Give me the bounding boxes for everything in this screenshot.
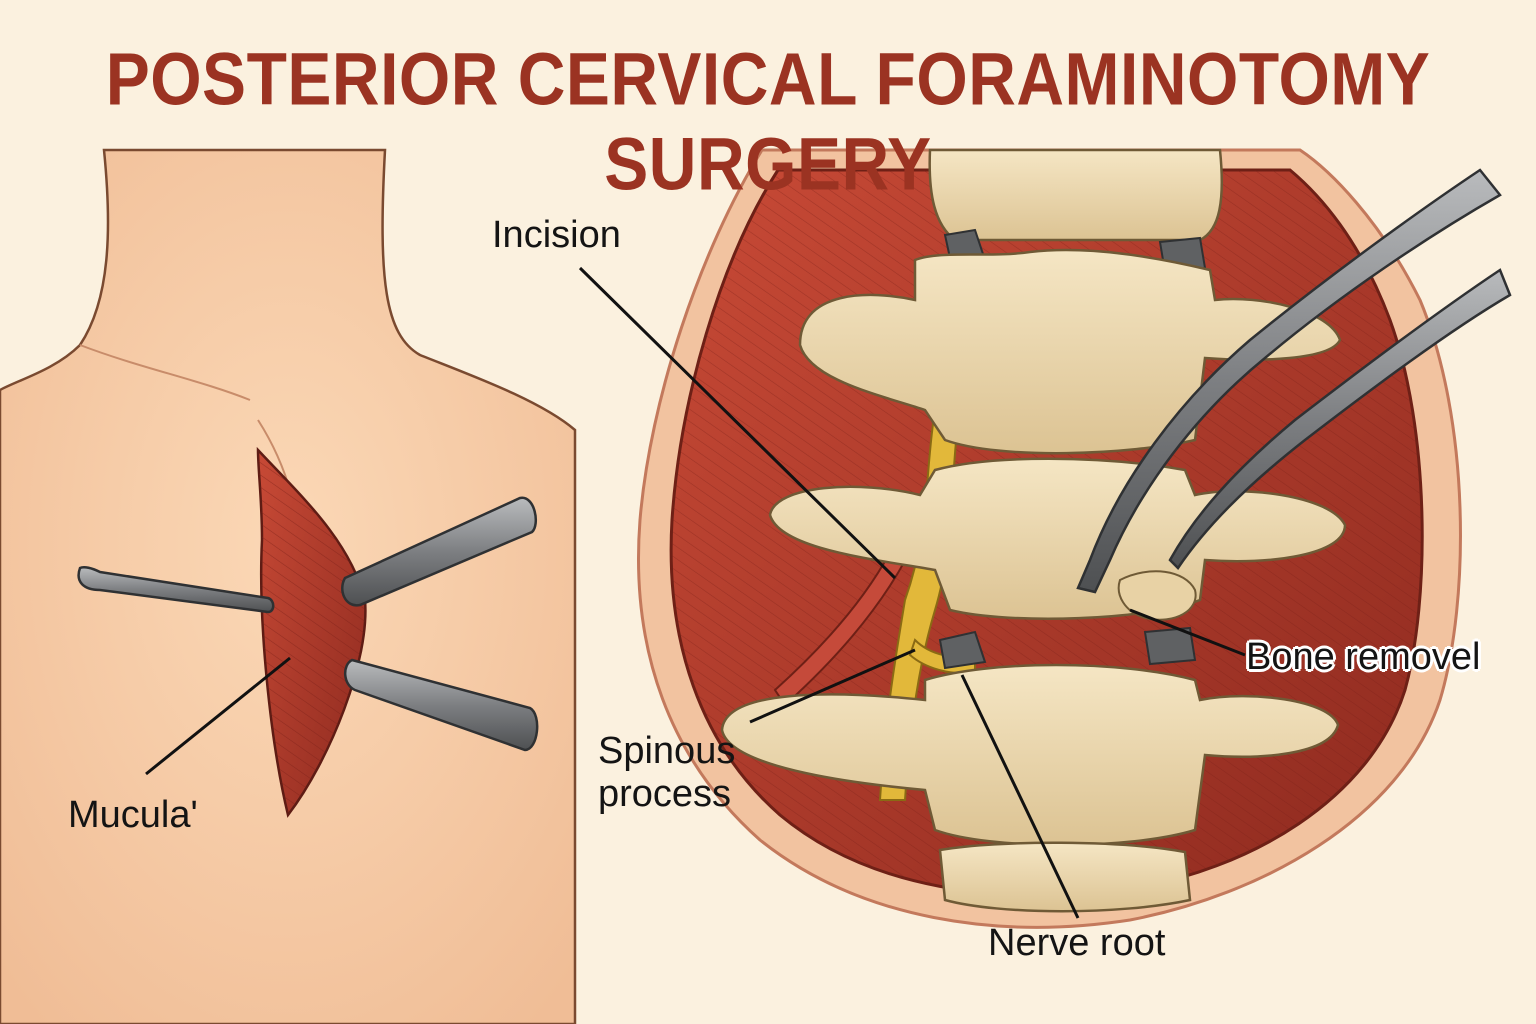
surgical-field-panel	[578, 148, 1512, 929]
vertebra-middle	[768, 457, 1347, 620]
surgical-instrument-lower	[1168, 268, 1512, 570]
vertebra-lower	[720, 663, 1340, 847]
label-mucula: Mucula'	[68, 794, 198, 836]
retractor-upper-right	[341, 496, 537, 607]
mucula-leader-line	[145, 656, 291, 776]
spinous-process-leader-line	[749, 648, 916, 724]
disc-lower-right	[1143, 626, 1197, 666]
incision-muscle-fibers	[258, 450, 366, 815]
page-title: POSTERIOR CERVICAL FORAMINOTOMY SURGERY	[105, 37, 1431, 206]
label-spinous-process: Spinous process	[598, 730, 736, 815]
incision-leader-line	[578, 266, 897, 580]
shoulder-line	[79, 344, 251, 401]
label-nerve-root: Nerve root	[988, 922, 1166, 964]
back-panel	[0, 148, 577, 1024]
retractor-left	[77, 565, 275, 614]
vertebra-bottom	[938, 841, 1192, 913]
nerve-root-leader-line	[960, 674, 1080, 919]
retractor-lower-right	[344, 658, 539, 752]
bone-removal-site	[1117, 570, 1197, 621]
surgical-instrument-upper	[1076, 168, 1502, 594]
label-bone-removel: Bone removel	[1246, 636, 1481, 678]
label-incision: Incision	[492, 214, 621, 256]
disc-lower	[938, 630, 987, 670]
bone-removel-leader-line	[1129, 608, 1246, 657]
